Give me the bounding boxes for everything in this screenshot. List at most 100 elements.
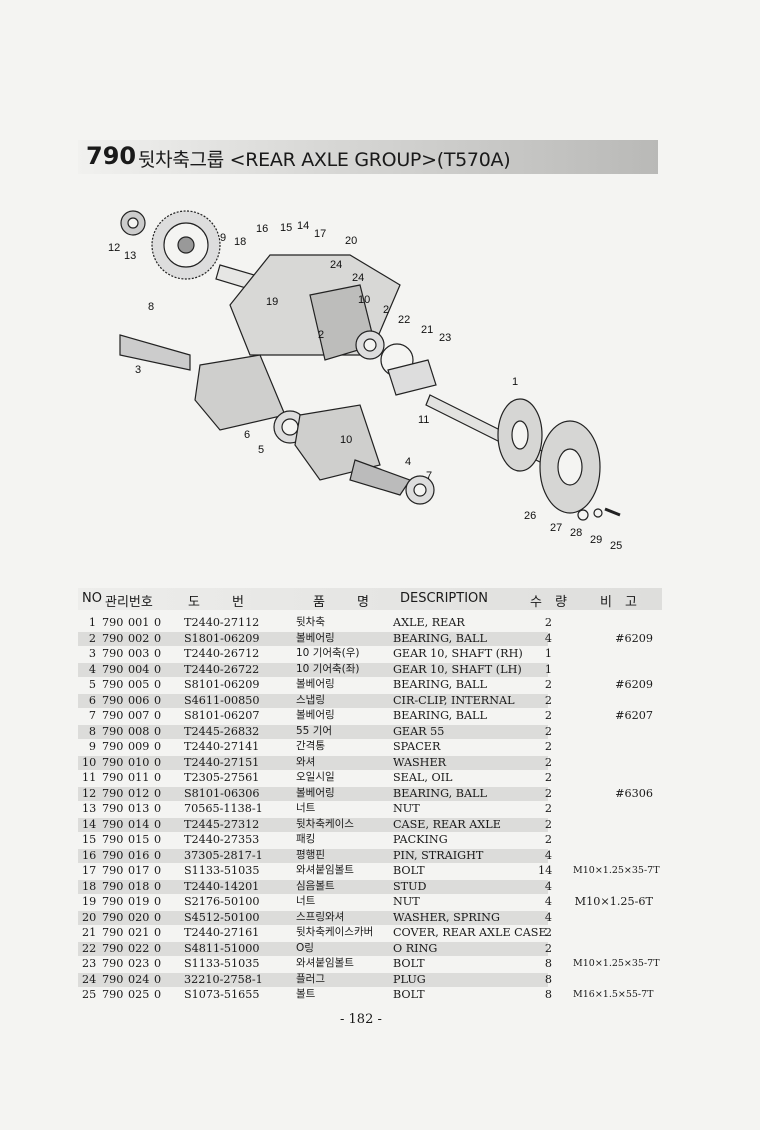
cell-b: 024 [128,972,150,986]
callout-label: 27 [550,522,562,534]
header-name-b: 명 [357,595,369,610]
cell-name: 너트 [296,895,316,907]
cell-name: 심음볼트 [296,879,335,892]
cell-note: M10×1.25×35-7T [573,865,660,876]
cell-name: 볼베어링 [296,709,335,721]
header-drawing-b: 번 [232,595,244,610]
cell-c: 0 [154,864,162,877]
cell-a: 790 [102,879,124,893]
diagram-drawing [119,210,621,521]
cell-qty: 4 [544,895,552,908]
cell-c: 0 [154,833,162,846]
cell-part: T2440-27151 [184,755,260,769]
cell-desc: PACKING [393,833,448,846]
cell-desc: BEARING, BALL [393,709,487,722]
cell-desc: GEAR 55 [393,724,445,738]
cell-c: 0 [154,755,162,769]
callout-label: 28 [570,527,582,539]
cell-c: 0 [154,678,162,691]
cell-qty: 2 [544,709,552,722]
cell-name: 스프링와셔 [296,910,345,923]
cell-c: 0 [154,988,162,1001]
page-title: 뒷차축그룹 <REAR AXLE GROUP>(T570A) [138,149,511,171]
cell-b: 001 [128,616,150,629]
cell-qty: 4 [544,848,552,862]
cell-b: 025 [128,988,150,1001]
cell-name: 와셔붙임볼트 [296,957,354,969]
cell-a: 790 [102,662,124,676]
cell-qty: 2 [544,771,552,784]
cell-a: 790 [102,972,124,986]
cell-no: 24 [82,972,97,986]
callout-label: 13 [124,250,136,262]
cell-desc: PIN, STRAIGHT [393,848,484,862]
cell-desc: GEAR 10, SHAFT (RH) [393,647,523,660]
cell-name: 너트 [296,802,316,814]
cell-no: 17 [82,864,97,877]
cell-b: 012 [128,786,150,800]
cell-qty: 2 [544,926,552,939]
cell-note: #6207 [615,709,653,722]
cell-b: 005 [128,678,150,691]
cell-a: 790 [102,926,124,939]
cell-desc: BEARING, BALL [393,678,487,691]
header-note-b: 고 [625,595,637,610]
cell-no: 15 [82,833,97,846]
callout-label: 6 [244,429,250,441]
cell-desc: BOLT [393,864,425,877]
cell-c: 0 [154,616,162,629]
cell-name: 볼베어링 [296,786,335,799]
cell-a: 790 [102,740,124,753]
cell-qty: 2 [544,740,552,753]
callout-label: 18 [234,236,246,248]
cell-part: S1073-51655 [184,988,260,1001]
cell-part: 32210-2758-1 [184,972,263,986]
cell-b: 009 [128,740,150,753]
cell-qty: 2 [544,616,552,629]
cell-qty: 2 [544,817,552,831]
cell-name: 뒷차축케이스 [296,817,354,830]
cell-qty: 2 [544,786,552,800]
callout-label: 21 [421,324,433,336]
cell-b: 013 [128,802,150,815]
callout-label: 3 [135,364,141,376]
cell-no: 23 [82,957,97,970]
cell-part: 37305-2817-1 [184,848,263,862]
exploded-parts-diagram: 1 2 2 3 4 5 6 7 8 9 10 10 11 12 13 14 15… [108,210,622,552]
cell-a: 790 [102,631,124,645]
callout-label: 24 [330,259,342,271]
callout-label: 23 [439,332,451,344]
cell-no: 19 [82,895,97,908]
callout-label: 7 [426,470,432,482]
cell-no: 4 [88,662,96,676]
callout-label: 19 [266,296,278,308]
callout-label: 10 [340,434,352,446]
cell-part: 70565-1138-1 [184,802,263,815]
cell-no: 18 [82,879,97,893]
cell-desc: WASHER [393,755,447,769]
cell-part: T2440-27353 [184,833,260,846]
cell-c: 0 [154,631,162,645]
callout-label: 20 [345,235,357,247]
cell-b: 010 [128,755,150,769]
cell-b: 006 [128,693,150,707]
callout-labels: 1 2 2 3 4 5 6 7 8 9 10 10 11 12 13 14 15… [108,220,622,552]
cell-no: 10 [82,755,97,769]
callout-label: 1 [512,376,518,388]
cell-part: S1133-51035 [184,957,260,970]
table-header-band [78,588,662,610]
cell-a: 790 [102,786,124,800]
cell-name: 와셔붙임볼트 [296,864,354,876]
header-name-a: 품 [313,595,325,610]
cell-qty: 2 [544,833,552,846]
cell-b: 018 [128,879,150,893]
cell-qty: 8 [544,988,552,1001]
cell-desc: O RING [393,941,438,955]
cell-desc: SPACER [393,740,441,753]
